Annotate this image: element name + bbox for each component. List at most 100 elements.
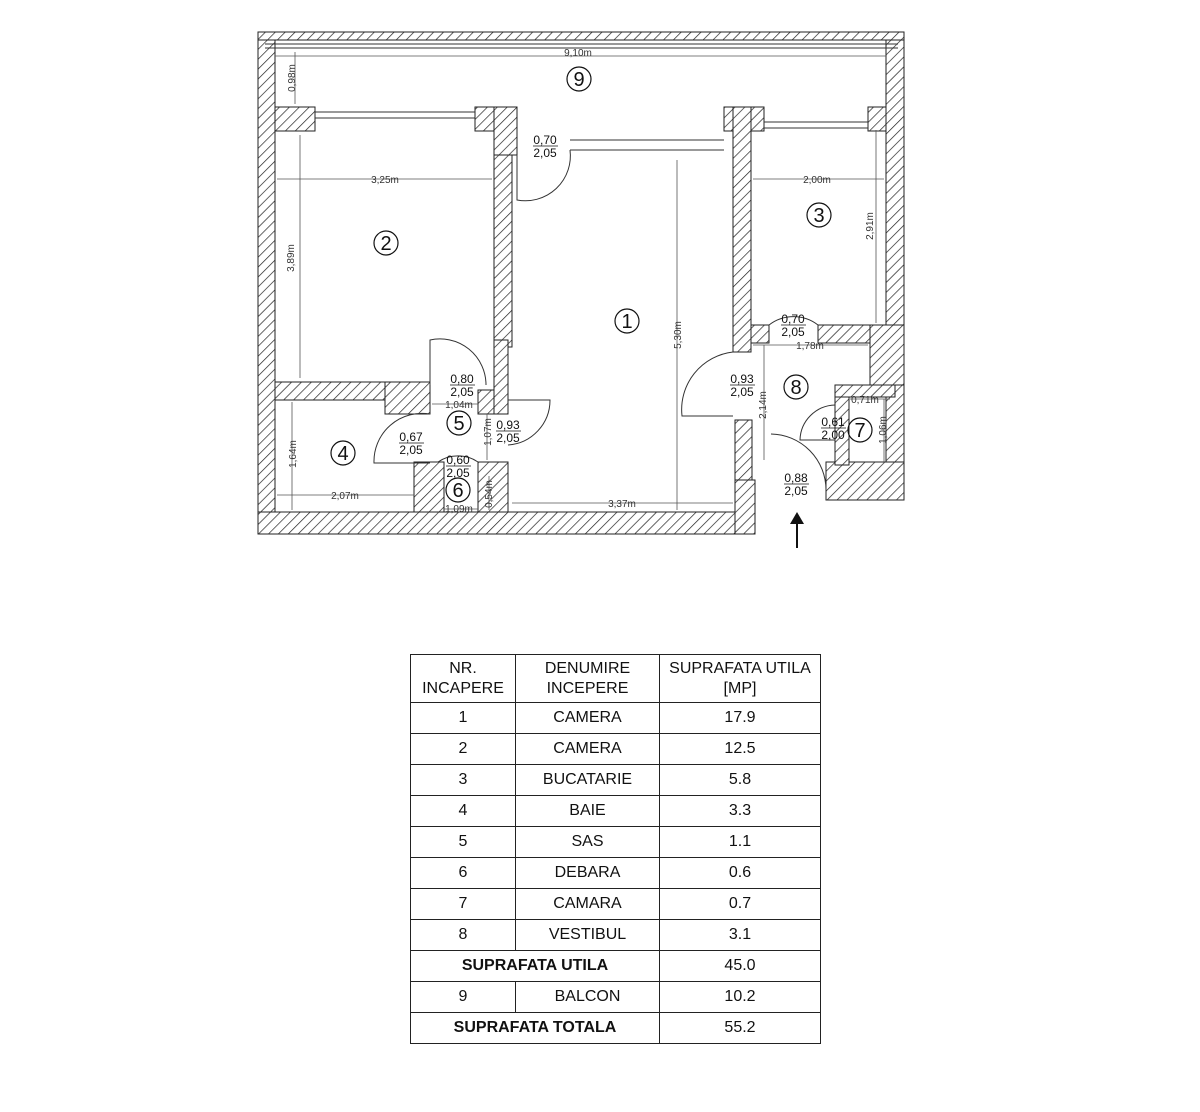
dim-room3-height: 2,91m — [865, 212, 876, 240]
svg-text:5: 5 — [453, 413, 464, 435]
cell-nr: 6 — [410, 857, 516, 889]
cell-area: 17.9 — [659, 702, 821, 734]
room-marker-8: 8 — [783, 374, 809, 400]
door-label: 0,93 2,05 — [496, 418, 521, 445]
dim-room2-height: 3,89m — [286, 244, 297, 272]
dim-room1-height: 5,30m — [673, 321, 684, 349]
cell-area: 0.7 — [659, 888, 821, 920]
cell-name: CAMERA — [515, 702, 660, 734]
cell-name: BAIE — [515, 795, 660, 827]
door-label: 0,93 2,05 — [730, 372, 755, 399]
grand-total-label: SUPRAFATA TOTALA — [410, 1012, 660, 1044]
cell-area: 3.1 — [659, 919, 821, 951]
table-header-row: NR. INCAPERE DENUMIRE INCEPERE SUPRAFATA… — [410, 654, 821, 703]
door-label: 0,80 2,05 — [450, 372, 475, 399]
cell-nr: 5 — [410, 826, 516, 858]
svg-text:9: 9 — [573, 69, 584, 91]
svg-text:0,93: 0,93 — [496, 418, 520, 432]
area-table: NR. INCAPERE DENUMIRE INCEPERE SUPRAFATA… — [410, 654, 821, 1044]
svg-text:2,05: 2,05 — [496, 431, 520, 445]
header-text: SUPRAFATA UTILA [MP] — [669, 659, 811, 697]
entrance-arrow-icon — [790, 512, 804, 548]
useful-area-total-row: SUPRAFATA UTILA 45.0 — [410, 950, 821, 982]
svg-text:2,05: 2,05 — [730, 385, 754, 399]
grand-total-value: 55.2 — [659, 1012, 821, 1044]
cell-nr: 2 — [410, 733, 516, 765]
svg-text:4: 4 — [337, 443, 348, 465]
useful-area-total-label: SUPRAFATA UTILA — [410, 950, 660, 982]
dim-room4-width: 2,07m — [331, 491, 359, 502]
dim-room5-width: 1,04m — [445, 400, 473, 411]
useful-area-total-value: 45.0 — [659, 950, 821, 982]
grand-total-row: SUPRAFATA TOTALA 55.2 — [410, 1012, 821, 1044]
area-table-container: NR. INCAPERE DENUMIRE INCEPERE SUPRAFATA… — [410, 654, 821, 1044]
svg-text:2,00: 2,00 — [821, 428, 845, 442]
room-marker-9: 9 — [566, 66, 592, 92]
svg-text:0,70: 0,70 — [533, 133, 557, 147]
dim-room6-height: 0,54m — [484, 480, 495, 508]
room-marker-6: 6 — [445, 477, 471, 503]
svg-text:2,05: 2,05 — [533, 146, 557, 160]
svg-text:0,88: 0,88 — [784, 471, 808, 485]
windows — [265, 43, 898, 151]
room-marker-2: 2 — [373, 230, 399, 256]
cell-nr: 1 — [410, 702, 516, 734]
dimension-lines — [275, 52, 890, 510]
header-room-number: NR. INCAPERE — [410, 654, 516, 703]
balcony-row: 9 BALCON 10.2 — [410, 981, 821, 1013]
door-label: 0,70 2,05 — [781, 312, 806, 339]
cell-area: 0.6 — [659, 857, 821, 889]
cell-name: CAMERA — [515, 733, 660, 765]
dim-room5-height: 1,07m — [483, 418, 494, 446]
cell-name: DEBARA — [515, 857, 660, 889]
room-marker-7: 7 — [847, 417, 873, 443]
svg-text:2,05: 2,05 — [446, 466, 470, 480]
door-label: 0,67 2,05 — [399, 430, 424, 457]
svg-text:0,60: 0,60 — [446, 453, 470, 467]
room-marker-3: 3 — [806, 202, 832, 228]
cell-name: VESTIBUL — [515, 919, 660, 951]
cell-area: 3.3 — [659, 795, 821, 827]
cell-nr: 3 — [410, 764, 516, 796]
svg-text:2,05: 2,05 — [450, 385, 474, 399]
floor-plan: 9,10m 0,98m 3,25m 3,89m 5,30m 3,37m 2,00… — [257, 31, 905, 548]
cell-nr: 8 — [410, 919, 516, 951]
svg-text:0,93: 0,93 — [730, 372, 754, 386]
dim-room6-width: 1,09m — [445, 504, 473, 515]
header-useful-area: SUPRAFATA UTILA [MP] — [659, 654, 821, 703]
door-swings — [373, 149, 836, 491]
dim-room7-width: 0,71m — [851, 395, 879, 406]
room-marker-1: 1 — [614, 308, 640, 334]
room-marker-5: 5 — [446, 410, 472, 436]
svg-text:6: 6 — [452, 480, 463, 502]
dim-room7-height: 1,06m — [878, 416, 889, 444]
svg-text:0,70: 0,70 — [781, 312, 805, 326]
dimension-labels: 9,10m 0,98m 3,25m 3,89m 5,30m 3,37m 2,00… — [286, 48, 889, 515]
dim-room8-width: 1,78m — [796, 341, 824, 352]
cell-nr: 4 — [410, 795, 516, 827]
cell-name: BALCON — [515, 981, 660, 1013]
dim-room3-width: 2,00m — [803, 175, 831, 186]
dim-room8-height: 2,14m — [758, 391, 769, 419]
door-label: 0,88 2,05 — [784, 471, 809, 498]
door-labels: 0,70 2,05 0,80 2,05 0,93 2,05 0,67 2,05 … — [399, 133, 846, 498]
cell-area: 1.1 — [659, 826, 821, 858]
cell-name: SAS — [515, 826, 660, 858]
cell-area: 5.8 — [659, 764, 821, 796]
header-room-name: DENUMIRE INCEPERE — [515, 654, 660, 703]
svg-text:2: 2 — [380, 233, 391, 255]
walls — [257, 31, 905, 535]
cell-name: BUCATARIE — [515, 764, 660, 796]
door-label: 0,70 2,05 — [533, 133, 558, 160]
header-text: DENUMIRE INCEPERE — [544, 659, 631, 697]
svg-text:2,05: 2,05 — [781, 325, 805, 339]
room-markers: 1 2 3 4 5 6 7 8 9 — [330, 66, 873, 503]
dim-balcony-height: 0,98m — [287, 64, 298, 92]
svg-text:2,05: 2,05 — [784, 484, 808, 498]
